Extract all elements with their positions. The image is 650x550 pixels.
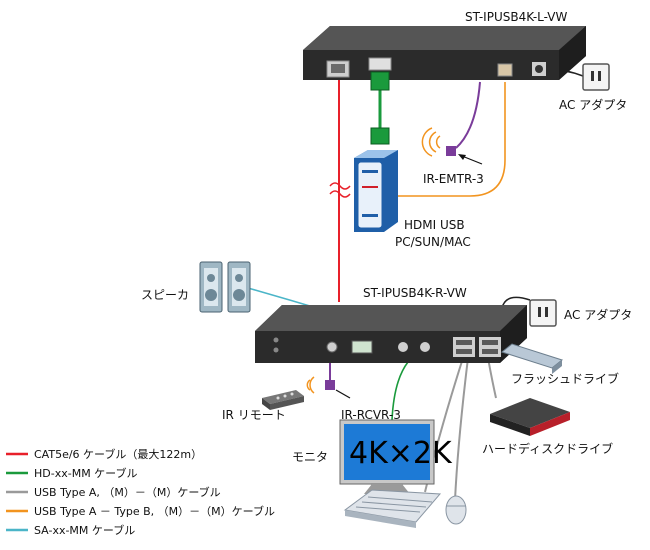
hdmi-cable-bottom: [391, 361, 409, 421]
usb-ab-cable-top: [398, 82, 506, 197]
terminal-block: [351, 340, 373, 354]
ac-adapter-top-label: AC アダプタ: [559, 97, 627, 112]
flash-drive-label: フラッシュドライブ: [511, 371, 619, 386]
hard-drive-icon: [490, 398, 570, 436]
computer-label-line2: PC/SUN/MAC: [395, 235, 471, 249]
usb-ports-receiver: [453, 337, 501, 357]
usb-cable-hdd: [487, 357, 497, 399]
receiver-unit: [255, 305, 527, 363]
ir-emitter-arrow: [461, 155, 483, 165]
transmitter-label: ST-IPUSB4K-L-VW: [465, 10, 567, 24]
hdmi-port-top: [368, 57, 392, 71]
legend: CAT5e/6 ケーブル（最大122m） HD-xx-MM ケーブル USB T…: [6, 447, 275, 537]
ac-outlet-right: [529, 299, 557, 327]
monitor-label: モニタ: [292, 450, 328, 464]
usb-cable-mouse: [454, 357, 469, 501]
ir-signal-icon: [306, 376, 315, 394]
monitor-screen-text: 4K×2K: [349, 436, 453, 471]
audio-port-1: [398, 342, 408, 352]
hdmi-plug-computer: [370, 127, 390, 145]
mouse-icon: [445, 495, 467, 525]
legend-item: USB Type A － Type B, （M）－（M）ケーブル: [6, 504, 275, 518]
computer-label-line1: HDMI USB: [404, 218, 465, 232]
keyboard-icon: [343, 489, 442, 528]
ir-receiver-icon: [325, 380, 335, 390]
cable-break-mark: [329, 182, 351, 198]
transmitter-unit: [303, 26, 586, 80]
remote-label: IR リモート: [222, 408, 286, 422]
legend-label: USB Type A － Type B, （M）－（M）ケーブル: [34, 504, 275, 518]
speaker-label: スピーカ: [141, 288, 189, 302]
ir-port-receiver: [326, 341, 338, 353]
legend-label: CAT5e/6 ケーブル（最大122m）: [34, 447, 202, 461]
legend-label: SA-xx-MM ケーブル: [34, 523, 135, 537]
legend-item: CAT5e/6 ケーブル（最大122m）: [6, 447, 202, 461]
legend-label: HD-xx-MM ケーブル: [34, 466, 138, 480]
legend-label: USB Type A, （M）－（M）ケーブル: [34, 485, 221, 499]
ir-receiver-label: IR-RCVR-3: [341, 408, 401, 422]
ir-receiver-arrow: [335, 389, 351, 399]
speaker-icon: [199, 261, 251, 313]
flash-drive-icon: [500, 343, 564, 374]
ac-adapter-right-label: AC アダプタ: [564, 307, 632, 322]
remote-icon: [262, 390, 304, 410]
legend-item: USB Type A, （M）－（M）ケーブル: [6, 485, 221, 499]
monitor-icon: [339, 419, 435, 494]
ac-outlet-top: [582, 63, 610, 91]
receiver-label: ST-IPUSB4K-R-VW: [363, 286, 467, 300]
ir-emitter-cable: [455, 81, 481, 149]
ir-emitter-icon: [421, 127, 456, 157]
ir-emitter-label: IR-EMTR-3: [423, 172, 484, 186]
audio-port-2: [420, 342, 430, 352]
usb-b-port-top: [497, 63, 513, 77]
computer-icon: [354, 150, 398, 232]
legend-item: HD-xx-MM ケーブル: [6, 466, 138, 480]
hdmi-plug-top: [370, 71, 390, 91]
hard-drive-label: ハードディスクドライブ: [482, 441, 613, 456]
legend-item: SA-xx-MM ケーブル: [6, 523, 135, 537]
